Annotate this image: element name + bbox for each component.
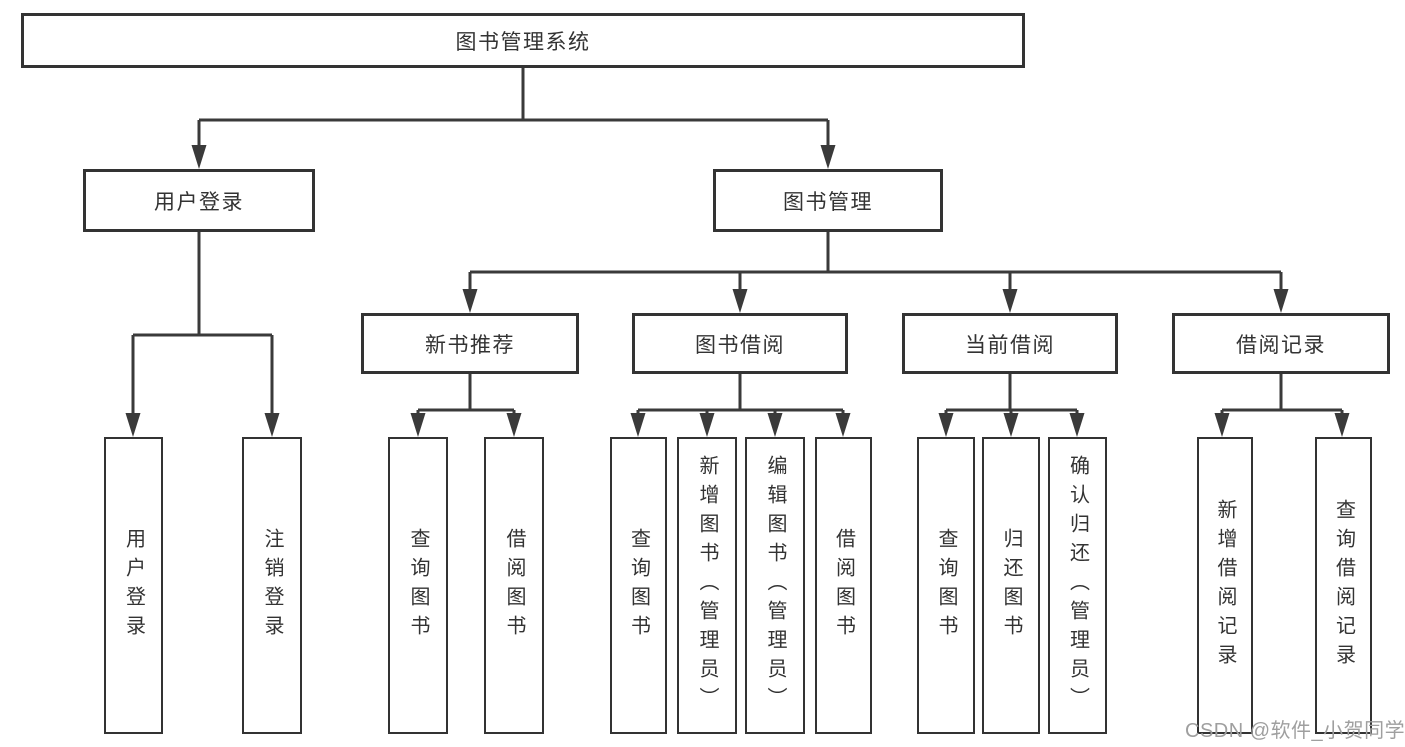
leaf-label: 新增借阅记录 <box>1214 498 1236 673</box>
leaf-label: 查询图书 <box>407 527 429 644</box>
leaf-add-book-admin: 新增图书（管理员） <box>677 437 737 734</box>
leaf-query-books-current: 查询图书 <box>917 437 975 734</box>
leaf-add-borrow-record: 新增借阅记录 <box>1197 437 1253 734</box>
node-label: 借阅记录 <box>1236 333 1326 357</box>
node-label: 图书借阅 <box>695 333 785 357</box>
leaf-label: 借阅图书 <box>503 527 525 644</box>
connector-book-borrow-to-leaves <box>630 374 851 437</box>
leaf-logout: 注销登录 <box>242 437 302 734</box>
leaf-label: 注销登录 <box>261 527 283 644</box>
leaf-label: 查询借阅记录 <box>1332 498 1355 673</box>
node-current-borrow: 当前借阅 <box>902 313 1118 374</box>
node-label: 新书推荐 <box>425 333 515 357</box>
leaf-confirm-return-admin: 确认归还（管理员） <box>1048 437 1107 734</box>
leaf-label: 用户登录 <box>122 527 145 644</box>
node-book-management: 图书管理 <box>713 169 943 232</box>
connector-current-borrow-to-leaves <box>938 374 1085 437</box>
leaf-label: 查询图书 <box>935 527 957 644</box>
node-borrow-records: 借阅记录 <box>1172 313 1390 374</box>
leaf-label: 查询图书 <box>627 527 650 644</box>
node-user-login: 用户登录 <box>83 169 315 232</box>
leaf-query-books-recommend: 查询图书 <box>388 437 448 734</box>
watermark: CSDN @软件_小贺同学 <box>1185 720 1405 742</box>
node-new-book-recommend: 新书推荐 <box>361 313 579 374</box>
leaf-label: 归还图书 <box>1000 527 1022 644</box>
leaf-query-borrow-record: 查询借阅记录 <box>1315 437 1372 734</box>
node-library-management-system: 图书管理系统 <box>21 13 1025 68</box>
leaf-label: 借阅图书 <box>832 527 855 644</box>
leaf-edit-book-admin: 编辑图书（管理员） <box>745 437 805 734</box>
connector-root-to-level1 <box>191 68 836 169</box>
leaf-borrow-books: 借阅图书 <box>815 437 872 734</box>
node-label: 图书管理系统 <box>455 30 591 54</box>
leaf-borrow-books-recommend: 借阅图书 <box>484 437 544 734</box>
node-label: 当前借阅 <box>965 333 1055 357</box>
connector-borrow-record-to-leaves <box>1214 374 1350 437</box>
leaf-user-login: 用户登录 <box>104 437 163 734</box>
node-label: 用户登录 <box>154 190 244 214</box>
leaf-label: 新增图书（管理员） <box>696 455 718 716</box>
connector-new-book-to-leaves <box>410 374 522 437</box>
leaf-query-books-borrow: 查询图书 <box>610 437 667 734</box>
leaf-label: 确认归还（管理员） <box>1066 455 1089 716</box>
node-book-borrow: 图书借阅 <box>632 313 848 374</box>
leaf-return-books: 归还图书 <box>982 437 1040 734</box>
connector-user-login-to-leaves <box>125 232 280 437</box>
leaf-label: 编辑图书（管理员） <box>764 455 786 716</box>
node-label: 图书管理 <box>783 190 873 214</box>
connector-book-management-to-level2 <box>462 232 1289 313</box>
